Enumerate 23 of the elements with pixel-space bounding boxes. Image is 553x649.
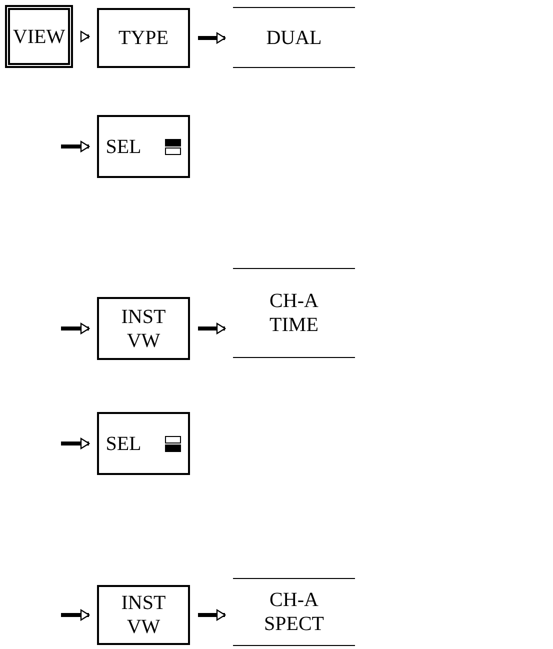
softkey-box [97,585,190,645]
arrow [198,32,226,44]
key-label: CH-A TIME [268,289,320,337]
softkey-box [97,412,190,475]
arrow [61,609,90,621]
softkey-box [97,8,190,68]
arrow [198,609,226,621]
softkey-box [97,297,190,360]
arrow [61,438,90,450]
softkey-box [97,115,190,178]
key-label: SEL [106,134,142,158]
menu-key-box [5,5,73,68]
arrow [61,322,90,334]
key-label: INST VW [120,591,167,639]
arrow [80,30,90,42]
key-label: CH-A SPECT [262,588,326,636]
arrow [61,140,90,152]
key-label: INST VW [120,304,167,352]
key-label: DUAL [265,26,323,50]
key-label: TYPE [118,26,170,50]
key-label: VIEW [12,24,66,48]
key-label: SEL [106,432,142,456]
arrow [198,322,226,334]
